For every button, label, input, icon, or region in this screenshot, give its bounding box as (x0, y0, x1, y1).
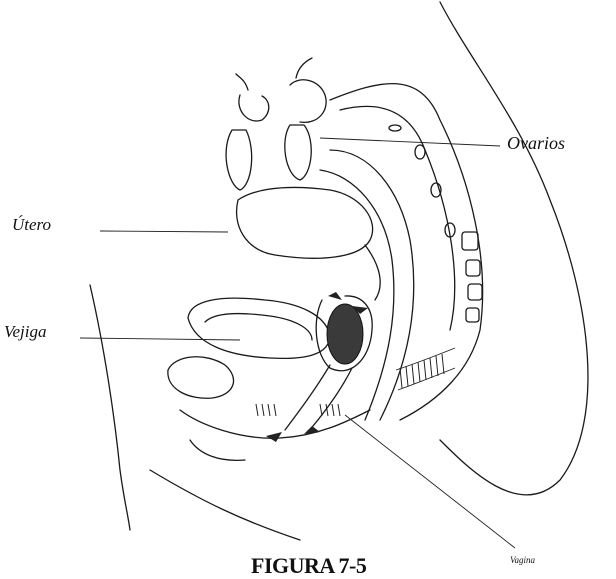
pubic-bone (168, 357, 234, 398)
vulva-outline (190, 440, 245, 460)
tube-fimbria (236, 58, 312, 90)
label-vagina: Vagina (510, 555, 535, 565)
body-outline-front (90, 285, 130, 530)
coccyx-segment (466, 308, 479, 322)
vertebra (415, 145, 425, 159)
coccyx-segment (462, 232, 478, 250)
leader-vagina (345, 415, 515, 548)
vaginal-wall-front (285, 365, 330, 430)
coccyx-segment (466, 260, 480, 276)
fallopian-tube-left (239, 95, 269, 121)
ovary-left (226, 130, 252, 190)
thigh-outline (150, 470, 300, 540)
fallopian-tube-right (290, 80, 326, 123)
ovary-right (285, 125, 311, 180)
label-ovarios: Ovarios (507, 133, 565, 154)
uterus-outline (237, 187, 373, 258)
label-utero: Útero (12, 215, 51, 235)
bladder-inner (205, 314, 312, 340)
leader-vejiga (80, 338, 240, 340)
coccyx-segment (468, 284, 482, 300)
bladder-outline (188, 298, 330, 358)
cervix-mass (327, 304, 363, 364)
leader-ovarios (320, 138, 500, 146)
leader-utero (100, 231, 228, 232)
figure-caption: FIGURA 7-5 (251, 553, 366, 579)
uterus-cervix (365, 245, 380, 300)
urogenital-diaphragm (256, 404, 340, 416)
label-vejiga: Vejiga (4, 322, 47, 342)
vertebra (389, 125, 401, 131)
